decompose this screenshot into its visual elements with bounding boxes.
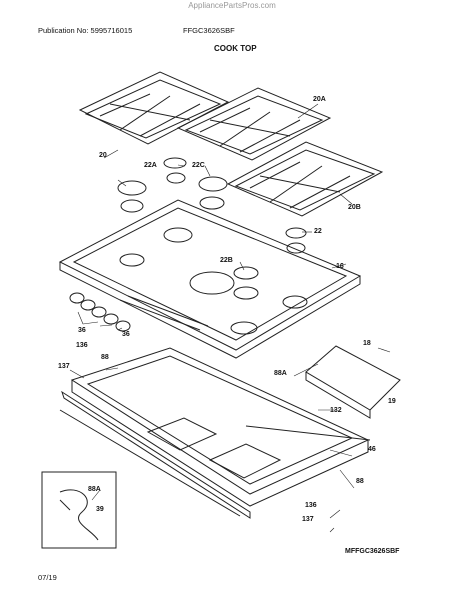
callout-label: 22C (192, 162, 205, 169)
cooktop-panel (58, 199, 362, 359)
callout-label: 22 (314, 228, 322, 235)
callout-label: 18 (363, 340, 371, 347)
page-title: COOK TOP (214, 44, 257, 53)
callout-label: 20 (99, 152, 107, 159)
control-knobs (69, 292, 131, 332)
callout-label: 20B (348, 204, 361, 211)
callout-label: 136 (76, 342, 88, 349)
burner-heads (120, 172, 306, 300)
publication-number: Publication No: 5995716015 (38, 26, 133, 35)
callout-label: 136 (305, 502, 317, 509)
callout-label: 20A (313, 96, 326, 103)
burner-caps (117, 157, 307, 280)
callout-label: 132 (330, 407, 342, 414)
callout-label: 137 (302, 516, 314, 523)
callout-label: 88 (101, 354, 109, 361)
callout-label: 16 (336, 263, 344, 270)
callout-label: 22B (220, 257, 233, 264)
callout-label: 22A (144, 162, 157, 169)
power-cord-inset (41, 471, 117, 549)
callout-label: 39 (96, 506, 104, 513)
side-trims (59, 390, 371, 519)
control-panel-bracket (305, 345, 401, 419)
callout-label: 36 (78, 327, 86, 334)
footer-date: 07/19 (38, 573, 57, 582)
callout-label: 88A (274, 370, 287, 377)
watermark: AppliancePartsPros.com (188, 1, 276, 10)
grate-right (226, 141, 384, 217)
callout-label: 19 (388, 398, 396, 405)
model-number: FFGC3626SBF (183, 26, 235, 35)
grate-left (78, 71, 230, 145)
callout-label: 137 (58, 363, 70, 370)
diagram-id: MFFGC3626SBF (345, 548, 400, 555)
callout-label: 46 (368, 446, 376, 453)
callout-label: 88 (356, 478, 364, 485)
callout-label: 36 (122, 331, 130, 338)
callout-label: 88A (88, 486, 101, 493)
grate-middle (176, 87, 332, 161)
